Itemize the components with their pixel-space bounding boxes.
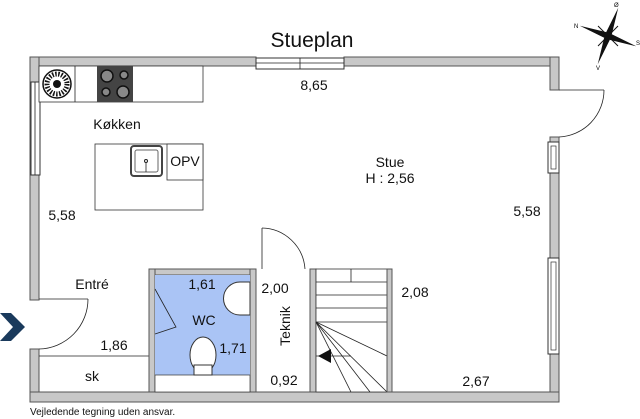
room-label-technical: Teknik xyxy=(277,305,293,346)
toilet-icon xyxy=(189,336,217,376)
closet-label: sk xyxy=(85,368,100,384)
technical-door[interactable] xyxy=(261,227,306,270)
island-cabinet xyxy=(166,143,204,181)
dimension-technical-depth: 2,00 xyxy=(261,280,288,296)
room-label-entry: Entré xyxy=(75,276,109,292)
wc-door[interactable] xyxy=(154,288,177,335)
ceiling-height: H : 2,56 xyxy=(365,170,414,186)
dimension-living-lower-width: 2,67 xyxy=(462,373,489,389)
washbasin-icon xyxy=(223,281,251,316)
entrance-door[interactable] xyxy=(38,298,89,350)
compass-label-right: S xyxy=(636,41,640,47)
window-right-lower xyxy=(547,257,560,355)
dimension-right-depth: 5,58 xyxy=(513,203,540,219)
dimension-wc-width: 1,61 xyxy=(188,276,215,292)
staircase xyxy=(315,268,388,393)
dimension-left-depth: 5,58 xyxy=(48,207,75,223)
compass-label-left: N xyxy=(574,24,578,30)
technical-wall xyxy=(309,268,317,393)
room-label-wc: WC xyxy=(192,312,215,328)
room-label-kitchen: Køkken xyxy=(93,116,140,132)
room-label-living: Stue xyxy=(376,154,405,170)
stair-wall xyxy=(386,268,393,393)
compass-label-bottom: V xyxy=(596,66,600,72)
dimension-top-width: 8,65 xyxy=(300,77,327,93)
entrance-arrow-icon xyxy=(0,313,25,341)
dimension-entry-width: 1,86 xyxy=(100,337,127,353)
cooktop-icon xyxy=(97,66,133,102)
disclaimer: Vejledende tegning uden ansvar. xyxy=(30,407,175,418)
dimension-wc-depth: 1,71 xyxy=(219,340,246,356)
compass-label-top: Ø xyxy=(614,3,619,9)
plan-title: Stueplan xyxy=(271,29,354,52)
window-left xyxy=(30,81,41,176)
compass-icon: Ø N S V xyxy=(574,3,640,72)
terrace-door[interactable] xyxy=(558,89,605,138)
island-label-opv: OPV xyxy=(170,153,200,169)
sink-icon xyxy=(130,145,163,177)
dimension-stair-depth: 2,08 xyxy=(401,284,428,300)
extractor-fan-icon xyxy=(42,66,76,102)
window-right-upper xyxy=(547,141,560,174)
window-top xyxy=(255,57,345,70)
stair-direction-arrow-icon xyxy=(318,349,331,363)
dimension-technical-width: 0,92 xyxy=(270,372,297,388)
wc-shelf xyxy=(154,374,251,393)
